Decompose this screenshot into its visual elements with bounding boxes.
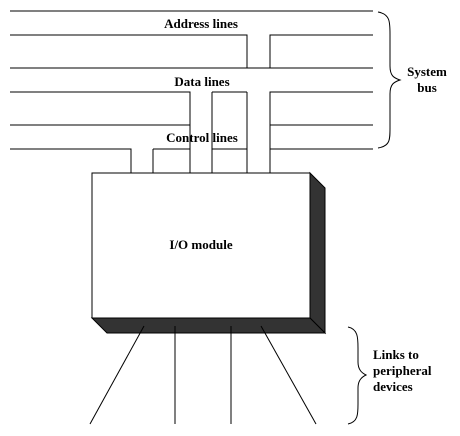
address-lines-label: Address lines	[164, 16, 238, 31]
data-lines-label: Data lines	[174, 74, 229, 89]
system-bus-label-line2: bus	[417, 80, 437, 95]
system-bus-label-line1: System	[407, 64, 447, 79]
links-brace	[347, 326, 368, 425]
system-bus-brace	[377, 11, 402, 149]
peripheral-links	[89, 325, 317, 425]
io-module-label: I/O module	[169, 237, 232, 252]
links-label-line2: peripheral	[373, 363, 432, 378]
links-label-line3: devices	[373, 379, 413, 394]
control-lines-label: Control lines	[166, 130, 238, 145]
io-module-box	[90, 171, 327, 335]
links-label-line1: Links to	[373, 347, 419, 362]
control-lines	[10, 148, 373, 174]
